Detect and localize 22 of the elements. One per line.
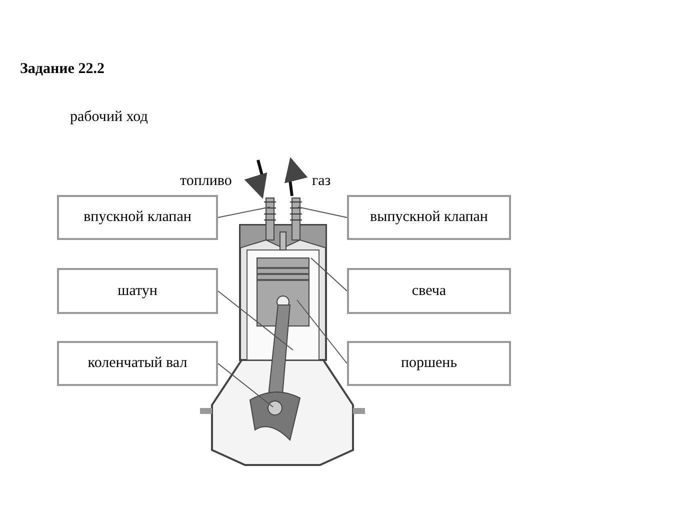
label-box xyxy=(57,268,218,314)
label-box xyxy=(57,341,218,386)
leader-line xyxy=(218,290,294,350)
leader-line xyxy=(310,258,348,292)
task-title: Задание 22.2 xyxy=(20,60,104,79)
text-label: топливо xyxy=(180,172,232,191)
part-name: свеча xyxy=(412,282,446,300)
part-name: поршень xyxy=(400,354,458,373)
leader-line xyxy=(218,206,270,218)
part-name: выпускной клапан xyxy=(370,208,488,227)
part-name: впускной клапан xyxy=(84,208,192,227)
label-box xyxy=(57,195,218,240)
leader-line xyxy=(298,206,348,218)
label-box xyxy=(347,268,511,314)
text-label: рабочий ход xyxy=(70,108,148,127)
leader-line xyxy=(218,363,274,408)
leader-line xyxy=(296,300,348,364)
part-name: коленчатый вал xyxy=(88,354,188,373)
text-label: газ xyxy=(312,172,331,191)
label-box xyxy=(347,341,511,386)
part-name: шатун xyxy=(118,282,158,300)
label-box xyxy=(347,195,511,240)
